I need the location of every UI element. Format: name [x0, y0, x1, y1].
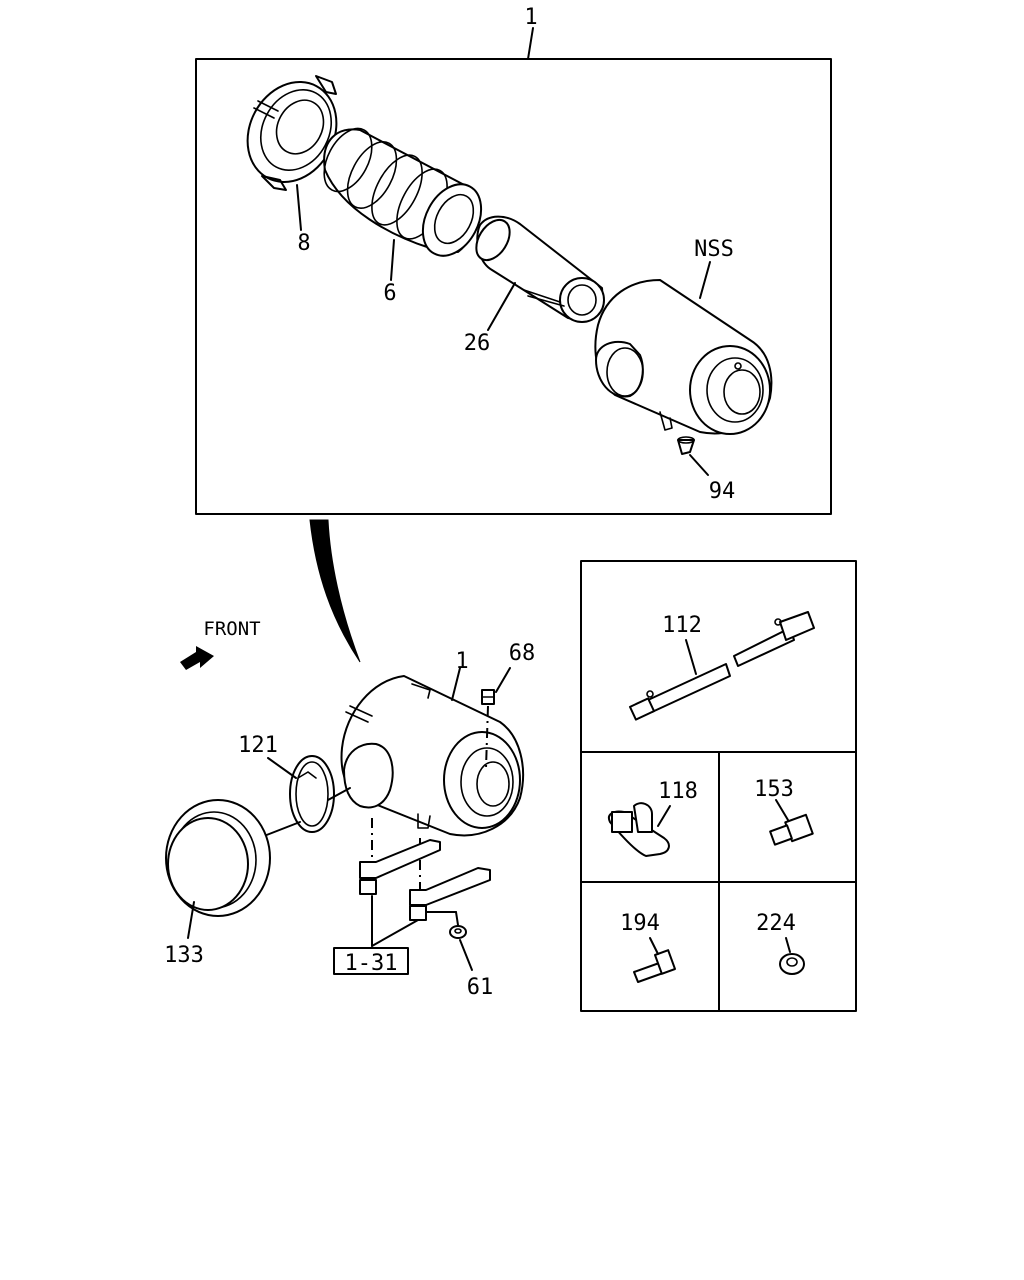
label-121: 121 [238, 733, 278, 758]
air-cleaner-housing [594, 279, 773, 435]
label-8: 8 [297, 231, 310, 256]
label-112: 112 [662, 613, 702, 638]
hose-band [289, 755, 335, 833]
label-26: 26 [464, 331, 491, 356]
hose-112 [628, 611, 815, 721]
label-118: 118 [658, 779, 698, 804]
label-224: 224 [756, 911, 796, 936]
flange-nut-224 [779, 953, 805, 975]
label-153: 153 [754, 777, 794, 802]
end-cap-clamp [246, 75, 338, 191]
label-194: 194 [620, 911, 660, 936]
assembly-view: FRONT 1 68 121 [164, 618, 535, 1000]
fitting-153 [769, 813, 814, 846]
restriction-indicator [481, 689, 495, 705]
bellows-hose [323, 127, 483, 257]
label-1-assembly: 1 [455, 649, 468, 674]
pointer-arrow [309, 519, 361, 663]
label-6: 6 [383, 281, 396, 306]
precleaner-cover [165, 799, 271, 917]
mounting-brackets [359, 818, 491, 921]
label-1-31: 1-31 [345, 951, 398, 976]
nut-61 [449, 925, 467, 939]
label-94: 94 [709, 479, 736, 504]
label-133: 133 [164, 943, 204, 968]
assembled-housing [340, 675, 524, 837]
label-61: 61 [467, 975, 494, 1000]
label-68: 68 [509, 641, 536, 666]
inset-panel: 112 118 153 194 224 [580, 560, 857, 1012]
filter-element [475, 215, 605, 323]
exploded-frame [195, 58, 832, 515]
bracket-ref-box [333, 947, 409, 975]
bolt-194 [633, 949, 676, 983]
elbow-118 [608, 802, 670, 857]
exploded-view: 1 8 6 [195, 5, 832, 515]
callout-1-top: 1 [524, 5, 537, 30]
vacuator-valve [677, 436, 695, 455]
label-nss: NSS [694, 237, 734, 262]
front-arrow-icon [180, 646, 214, 670]
front-label: FRONT [203, 618, 260, 640]
